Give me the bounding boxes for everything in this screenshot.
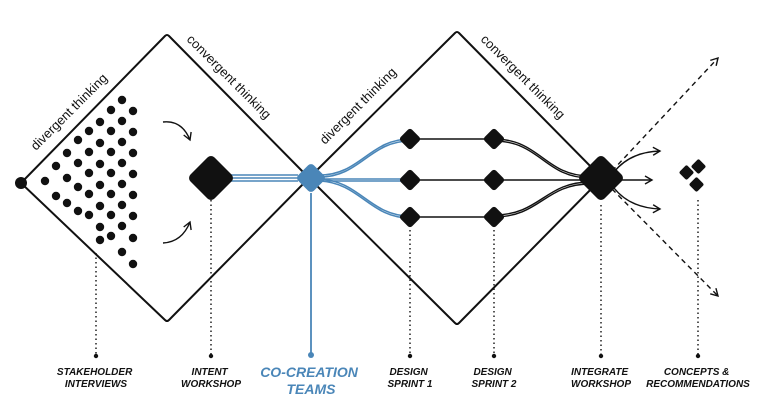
stakeholder-dot xyxy=(117,137,127,147)
stakeholder-dot xyxy=(40,176,50,186)
stakeholder-dot xyxy=(95,180,105,190)
stakeholder-dot xyxy=(62,173,72,183)
intent-workshop-node xyxy=(189,156,233,200)
stakeholder-dot xyxy=(84,168,94,178)
stakeholder-dot xyxy=(128,148,138,158)
stakeholder-dot xyxy=(51,161,61,171)
design-sprint-2-nodes xyxy=(483,128,505,228)
stakeholder-dot xyxy=(95,222,105,232)
diamond-2-outline xyxy=(307,31,604,325)
stakeholder-dot xyxy=(84,126,94,136)
stakeholder-dot xyxy=(51,191,61,201)
start-dot xyxy=(15,177,27,189)
stage-label-co-creation-teams: CO-CREATION TEAMS xyxy=(260,364,362,397)
stakeholder-dot xyxy=(117,116,127,126)
stage-label-integrate-workshop: INTEGRATE WORKSHOP xyxy=(571,367,631,390)
stage-label-design-sprint-2: DESIGN SPRINT 2 xyxy=(471,367,516,390)
stakeholder-dot xyxy=(106,210,116,220)
stage-labels: STAKEHOLDER INTERVIEWS INTENT WORKSHOP C… xyxy=(57,364,750,397)
stakeholder-dot xyxy=(95,117,105,127)
stakeholder-dot xyxy=(95,201,105,211)
design-sprint-1-nodes xyxy=(399,128,421,228)
stakeholder-dot xyxy=(117,200,127,210)
stakeholder-dot xyxy=(73,135,83,145)
stakeholder-dot xyxy=(128,106,138,116)
stakeholder-dot xyxy=(106,231,116,241)
integrate-workshop-node xyxy=(579,156,623,200)
integrate-output-arrows xyxy=(611,56,719,298)
sprint-lines xyxy=(410,138,591,218)
cocreation-teams-node xyxy=(297,164,325,192)
stakeholder-dot xyxy=(128,127,138,137)
stage-label-stakeholder-interviews: STAKEHOLDER INTERVIEWS xyxy=(57,367,135,390)
stakeholder-dot xyxy=(117,158,127,168)
stakeholder-dot xyxy=(62,198,72,208)
stakeholder-dot xyxy=(73,158,83,168)
stakeholder-dot xyxy=(62,148,72,158)
stakeholder-dot xyxy=(106,168,116,178)
stakeholder-dot xyxy=(128,233,138,243)
stakeholder-dot xyxy=(128,211,138,221)
stakeholder-dot xyxy=(128,169,138,179)
stage-label-intent-workshop: INTENT WORKSHOP xyxy=(181,367,241,390)
stage-label-design-sprint-1: DESIGN SPRINT 1 xyxy=(387,367,432,390)
stakeholder-dot xyxy=(128,259,138,269)
converge-arrow-upper xyxy=(162,121,192,142)
stakeholder-dot xyxy=(73,206,83,216)
stakeholder-dot xyxy=(106,189,116,199)
stakeholder-dot xyxy=(84,210,94,220)
stakeholder-dot xyxy=(106,126,116,136)
stakeholder-dot xyxy=(117,221,127,231)
intent-to-cocreation-lines xyxy=(230,174,298,182)
stakeholder-dot xyxy=(106,105,116,115)
stakeholder-dot xyxy=(95,138,105,148)
converge-arrow-lower xyxy=(162,220,192,244)
stakeholder-dot xyxy=(117,95,127,105)
phase-label-divergent-2: divergent thinking xyxy=(317,64,400,147)
stakeholder-dot xyxy=(95,159,105,169)
stakeholder-dot xyxy=(84,189,94,199)
stage-connector-lines xyxy=(95,200,699,358)
phase-label-convergent-1: convergent thinking xyxy=(184,32,274,122)
stakeholder-dot xyxy=(117,247,127,257)
phase-label-convergent-2: convergent thinking xyxy=(478,32,568,122)
stakeholder-dot xyxy=(84,147,94,157)
stage-label-concepts-recommendations: CONCEPTS & RECOMMENDATIONS xyxy=(646,367,750,390)
connector-end-dots xyxy=(93,352,701,359)
stakeholder-dot xyxy=(106,147,116,157)
stakeholder-dot-field xyxy=(40,95,138,269)
stakeholder-dot xyxy=(128,190,138,200)
stakeholder-dot xyxy=(73,182,83,192)
stakeholder-dot xyxy=(117,179,127,189)
stakeholder-dot xyxy=(95,235,105,245)
concepts-cluster-icon xyxy=(679,159,706,192)
cocreation-to-sprint-flows xyxy=(319,138,411,219)
